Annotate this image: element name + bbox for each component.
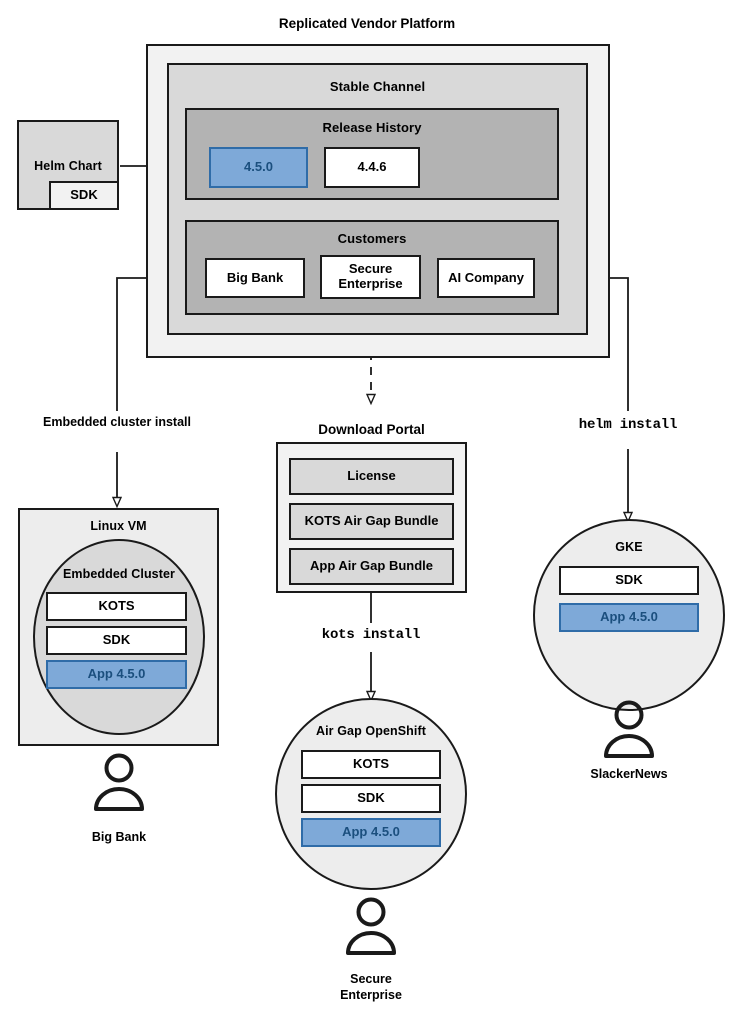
- embedded-cluster-title: Embedded Cluster: [62, 567, 176, 581]
- release-history-title: Release History: [322, 120, 422, 135]
- air-gap-openshift-title: Air Gap OpenShift: [315, 724, 427, 738]
- linux-vm-component-app[interactable]: App 4.5.0: [46, 660, 187, 689]
- actor-label-slackernews: SlackerNews: [590, 767, 668, 781]
- portal-artifact-license[interactable]: License: [289, 458, 454, 495]
- actor-icon-slackernews: [604, 700, 654, 758]
- helm-chart-title: Helm Chart: [34, 159, 102, 173]
- actor-label-big-bank: Big Bank: [91, 830, 147, 844]
- actor-icon-big-bank: [94, 753, 144, 811]
- actor-label-line2: Enterprise: [340, 987, 402, 1002]
- gke-component-sdk[interactable]: SDK: [559, 566, 699, 595]
- actor-icon-secure-enterprise: [346, 897, 396, 955]
- linux-vm-component-kots[interactable]: KOTS: [46, 592, 187, 621]
- portal-artifact-app-air-gap-bundle[interactable]: App Air Gap Bundle: [289, 548, 454, 585]
- customers-title: Customers: [337, 231, 407, 246]
- helm-chart-sdk-box[interactable]: SDK: [49, 181, 119, 210]
- gke-component-app[interactable]: App 4.5.0: [559, 603, 699, 632]
- customer-ai-company[interactable]: AI Company: [437, 258, 535, 298]
- release-version-4-5-0[interactable]: 4.5.0: [209, 147, 308, 188]
- gke-title: GKE: [615, 540, 643, 554]
- edge-label-line1: Embedded cluster install: [43, 415, 191, 429]
- linux-vm-component-sdk[interactable]: SDK: [46, 626, 187, 655]
- actor-label-line1: Secure: [350, 972, 392, 986]
- page-title: Replicated Vendor Platform: [278, 16, 456, 31]
- customer-secure-enterprise[interactable]: Secure Enterprise: [320, 255, 421, 299]
- release-version-4-4-6[interactable]: 4.4.6: [324, 147, 420, 188]
- download-portal-title: Download Portal: [318, 422, 425, 437]
- edge-label-helm-install: helm install: [578, 417, 678, 433]
- openshift-component-sdk[interactable]: SDK: [301, 784, 441, 813]
- portal-artifact-kots-air-gap-bundle[interactable]: KOTS Air Gap Bundle: [289, 503, 454, 540]
- actor-label-secure-enterprise: Secure Enterprise: [295, 972, 447, 1003]
- edge-label-kots-install: kots install: [321, 627, 421, 643]
- edge-label-embedded-cluster-install: Embedded cluster install: [42, 415, 192, 431]
- openshift-component-kots[interactable]: KOTS: [301, 750, 441, 779]
- openshift-component-app[interactable]: App 4.5.0: [301, 818, 441, 847]
- stable-channel-title: Stable Channel: [329, 79, 426, 94]
- customer-big-bank[interactable]: Big Bank: [205, 258, 305, 298]
- linux-vm-title: Linux VM: [90, 519, 147, 533]
